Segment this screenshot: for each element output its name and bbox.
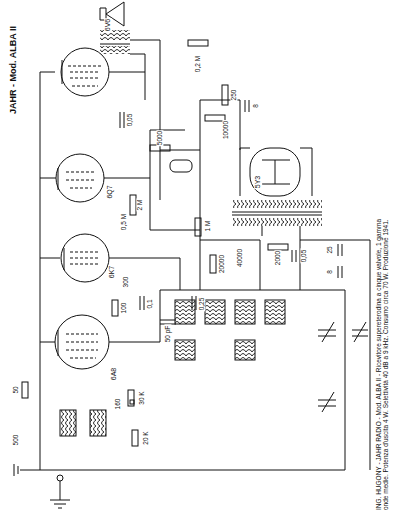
component-value: 50 pF — [164, 325, 171, 344]
title-text: JAHR - Mod. ALBA II — [9, 25, 19, 115]
component-value: 10000 — [222, 120, 229, 140]
component-value: 2000 — [274, 250, 281, 266]
component-value: 30 K — [138, 390, 145, 405]
component-value: 500 — [12, 434, 19, 447]
component-value: 250 — [230, 89, 237, 102]
tube-label: 5Y3 — [254, 175, 262, 189]
caption-text: ING. HUGONY - JAHR RADIO - Mod. ALBA II … — [375, 209, 389, 511]
tube-label: 6Q7 — [106, 184, 114, 199]
component-value: 0,2 M — [194, 55, 201, 73]
component-value: 20000 — [218, 254, 225, 274]
component-value: 8 — [326, 269, 333, 275]
component-value: 40000 — [236, 248, 243, 268]
component-value: 50 — [12, 385, 19, 394]
tube-label: 6K7 — [108, 265, 116, 279]
component-value: 160 — [114, 398, 121, 411]
component-value: 0,1 — [146, 298, 153, 309]
component-value: 0,25 — [198, 297, 205, 312]
component-value: 8 — [252, 103, 259, 109]
tube-label: 6V6 — [104, 18, 112, 32]
component-value: 1 M — [204, 220, 211, 233]
tube-label: 6A8 — [110, 367, 118, 381]
component-value: 0,5 M — [120, 213, 127, 231]
component-value: 25 — [326, 245, 333, 254]
component-value: 5000 — [156, 130, 163, 146]
component-value: 20 K — [142, 430, 149, 445]
component-value: 2 M — [136, 199, 143, 212]
component-value: 0,05 — [126, 113, 133, 128]
component-value: 300 — [122, 276, 129, 289]
component-value: 100 — [120, 302, 127, 315]
component-value: 0,05 — [300, 249, 307, 264]
